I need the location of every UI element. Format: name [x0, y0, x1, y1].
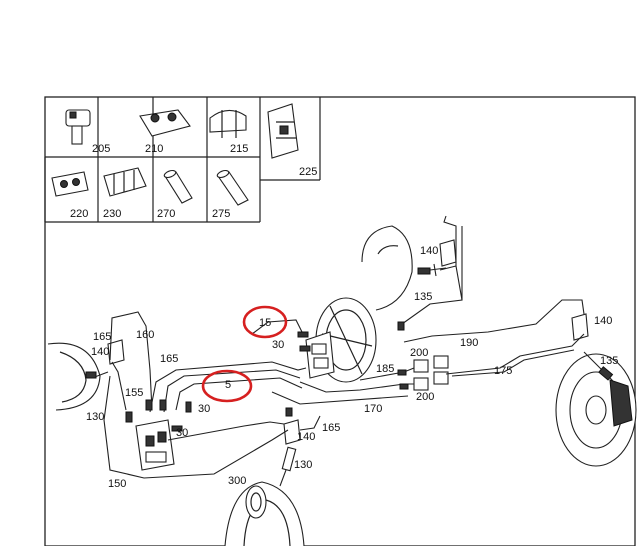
- callout-140: 140: [297, 431, 315, 443]
- callout-130: 130: [86, 411, 104, 423]
- callout-175: 175: [494, 365, 512, 377]
- brake-hose-left: [85, 371, 109, 379]
- brake-hose-top-right: [417, 263, 447, 277]
- callout-200: 200: [416, 391, 434, 403]
- legend-label-210: 210: [145, 143, 163, 155]
- parts-legend: 205 210 215 225 220: [44, 97, 321, 223]
- wheel-300: [245, 485, 267, 519]
- screw-fittings: [125, 321, 409, 432]
- callout-185: 185: [376, 363, 394, 375]
- diagram-frame: [44, 96, 636, 546]
- brake-hose-bottom: [279, 446, 297, 487]
- callout-165: 165: [160, 353, 178, 365]
- callout-135: 135: [600, 355, 618, 367]
- callout-140: 140: [594, 315, 612, 327]
- legend-label-215: 215: [230, 143, 248, 155]
- bracket-clip-icon: [209, 109, 247, 138]
- rear-left-brake-disc: [224, 481, 305, 546]
- callout-200: 200: [410, 347, 428, 359]
- callout-300: 300: [228, 475, 246, 487]
- callout-170: 170: [364, 403, 382, 415]
- front-left-brake-disc: [47, 342, 101, 411]
- callout-140: 140: [420, 245, 438, 257]
- callout-150: 150: [108, 478, 126, 490]
- callout-155: 155: [125, 387, 143, 399]
- callout-165: 165: [93, 331, 111, 343]
- pipe-clip-icon: [51, 171, 89, 197]
- callout-15: 15: [259, 317, 271, 329]
- callout-130: 130: [294, 459, 312, 471]
- callout-30: 30: [176, 427, 188, 439]
- highlight-circle-15: [242, 305, 288, 339]
- callout-5: 5: [225, 379, 231, 391]
- brake-pipe-network: [103, 215, 585, 479]
- legend-label-220: 220: [70, 208, 88, 220]
- callout-165: 165: [322, 422, 340, 434]
- bracket-140-right: [571, 313, 589, 341]
- callout-30: 30: [272, 339, 284, 351]
- bracket-140-top-right: [439, 239, 457, 267]
- callout-160: 160: [136, 329, 154, 341]
- abs-hydraulic-unit: [135, 419, 175, 471]
- legend-label-275: 275: [212, 208, 230, 220]
- bracket-140-left: [107, 339, 125, 365]
- legend-label-270: 270: [157, 208, 175, 220]
- multi-clip-icon: [103, 167, 147, 197]
- sleeve-long-icon: [216, 169, 249, 206]
- callout-30: 30: [198, 403, 210, 415]
- bracket-140-bottom: [283, 419, 301, 445]
- brake-hose-right: [583, 351, 614, 381]
- double-clip-icon: [139, 109, 191, 137]
- highlight-circle-5: [201, 369, 253, 403]
- callout-140: 140: [91, 346, 109, 358]
- sensor-connector-icon: [65, 109, 91, 145]
- legend-label-225: 225: [299, 166, 317, 178]
- connector-pair: [413, 355, 449, 391]
- rear-right-brake-disc: [555, 353, 637, 467]
- callout-labels: 15 30 30 30 5 140 135 140 135 190 175 20…: [86, 245, 618, 490]
- callout-190: 190: [460, 337, 478, 349]
- callout-135: 135: [414, 291, 432, 303]
- legend-label-205: 205: [92, 143, 110, 155]
- legend-label-230: 230: [103, 208, 121, 220]
- sleeve-icon: [163, 169, 193, 204]
- front-right-brake-disc: [361, 225, 413, 311]
- holder-clip-icon: [267, 103, 299, 159]
- master-cylinder: [305, 331, 335, 379]
